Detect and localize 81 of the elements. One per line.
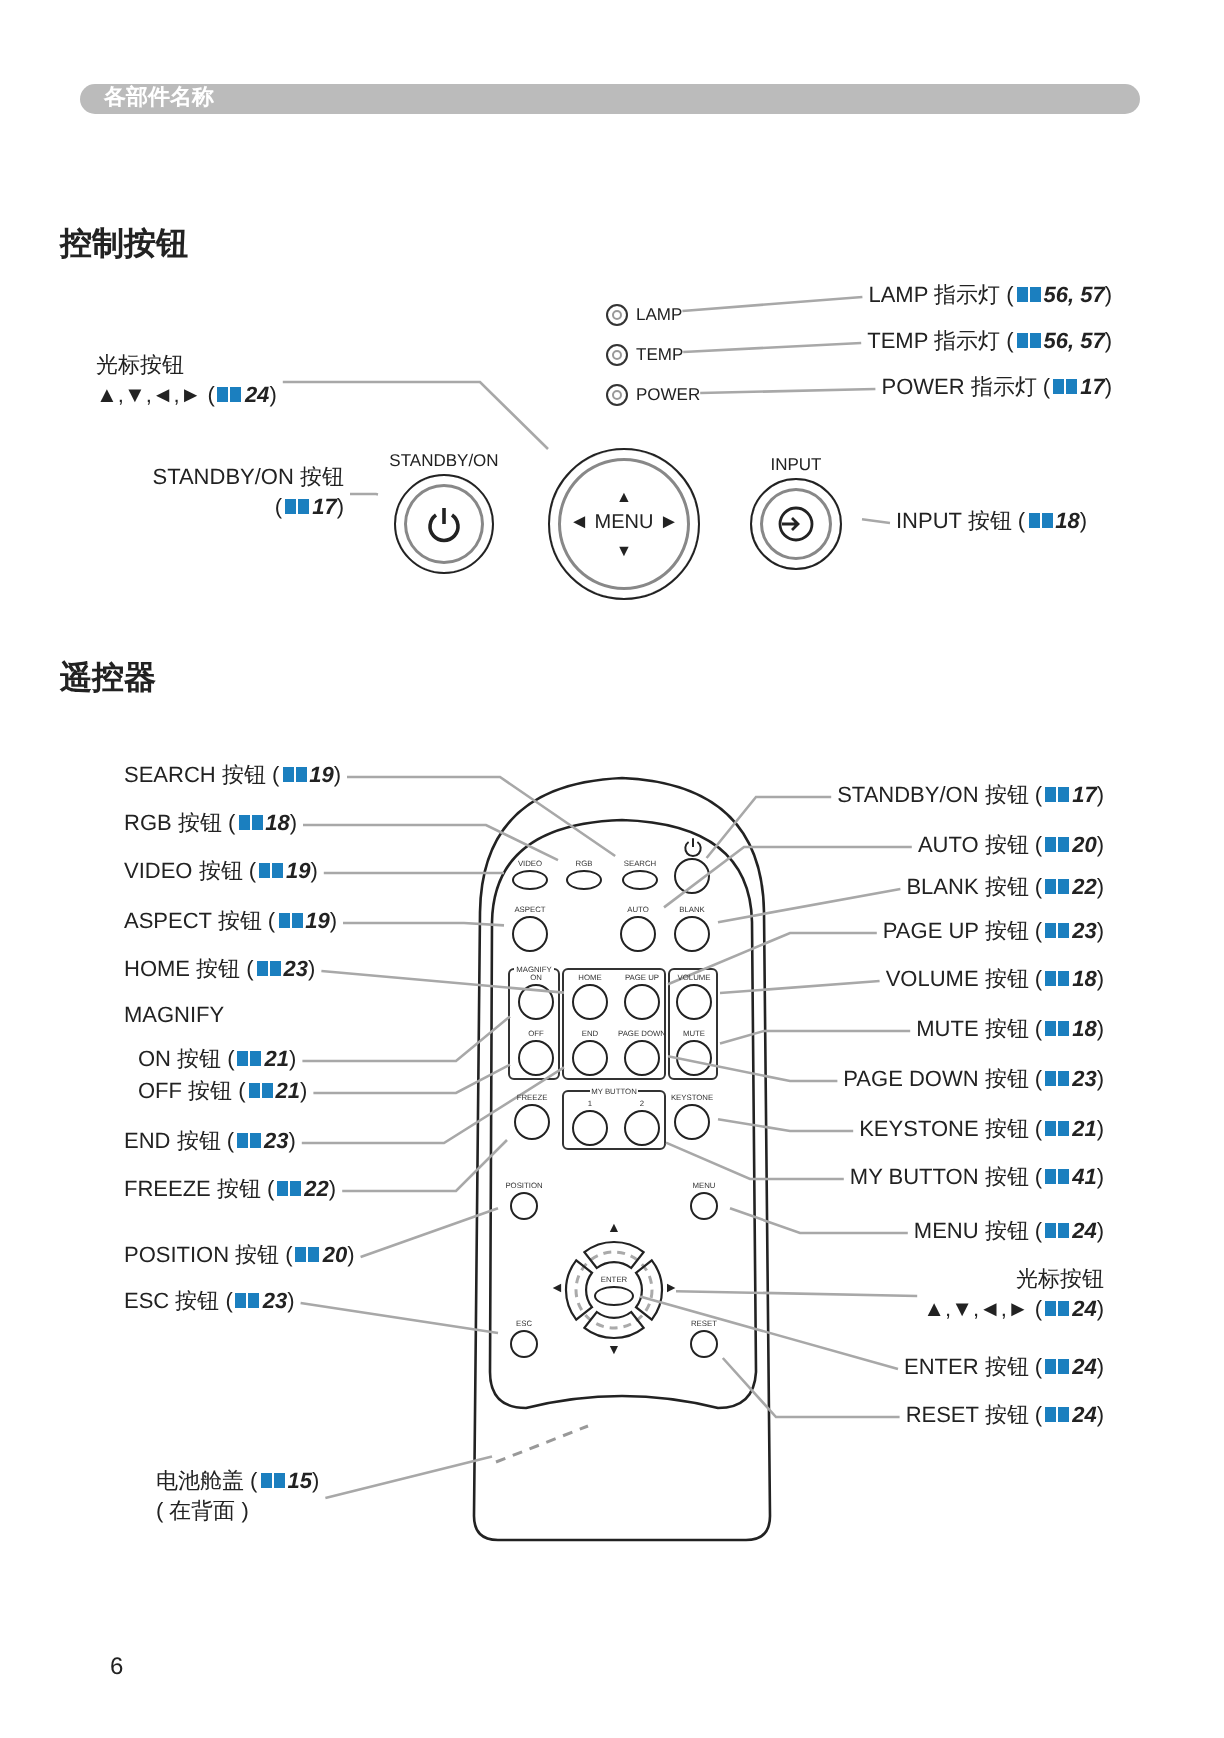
- callout-label: POSITION 按钮 (20): [124, 1242, 355, 1272]
- button-group-frame: [562, 968, 666, 1080]
- callout-label: MENU 按钮 (24): [913, 1218, 1104, 1248]
- callout-label: POWER 指示灯 (17): [881, 374, 1112, 404]
- button-group-frame: [562, 1090, 666, 1150]
- callout-label: STANDBY/ON 按钮 (17): [152, 464, 344, 524]
- callout-label: ON 按钮 (21): [138, 1046, 297, 1076]
- callout-label: PAGE DOWN 按钮 (23): [843, 1066, 1104, 1096]
- lamp-label: LAMP: [636, 304, 683, 324]
- callout-label: TEMP 指示灯 (56, 57): [867, 328, 1112, 358]
- callout-label: 光标按钮: [1014, 1266, 1104, 1296]
- lamp-label: TEMP: [636, 344, 684, 364]
- callout-label: HOME 按钮 (23): [124, 956, 316, 986]
- leader-line: [721, 1357, 900, 1419]
- leader-line: [717, 1117, 854, 1133]
- leader-line: [302, 1015, 511, 1063]
- leader-line: [350, 492, 379, 496]
- direction-label: ▼: [616, 540, 632, 562]
- button-group-frame: [508, 968, 560, 1080]
- callout-label: 电池舱盖 (15): [156, 1468, 320, 1498]
- callout-label: PAGE UP 按钮 (23): [882, 918, 1104, 948]
- callout-label: RGB 按钮 (18): [124, 810, 298, 840]
- menu-label: ◄ MENU ►: [569, 510, 679, 538]
- section-heading: 控制按钮: [60, 225, 188, 266]
- button-label: STANDBY/ON: [389, 448, 499, 474]
- callout-label: LAMP 指示灯 (56, 57): [868, 282, 1112, 312]
- callout-label: ENTER 按钮 (24): [904, 1354, 1104, 1384]
- leader-line: [360, 1206, 499, 1259]
- leader-line: [719, 979, 880, 995]
- leader-line: [682, 295, 863, 313]
- callout-label: MUTE 按钮 (18): [916, 1016, 1104, 1046]
- leader-line: [313, 1063, 511, 1095]
- callout-label: 光标按钮: [96, 352, 186, 382]
- leader-line: [321, 969, 565, 994]
- leader-line: [705, 795, 832, 859]
- leader-line: [729, 1206, 908, 1235]
- callout-label: VOLUME 按钮 (18): [885, 966, 1104, 996]
- leader-line: [861, 517, 891, 525]
- leader-line: [342, 1139, 508, 1193]
- callout-label: END 按钮 (23): [124, 1128, 296, 1158]
- leader-line: [719, 1029, 911, 1045]
- callout-label: MY BUTTON 按钮 (41): [849, 1164, 1104, 1194]
- leader-line: [667, 1054, 838, 1083]
- callout-label: ▲,▼,◄,► (24): [923, 1296, 1104, 1326]
- leader-line: [325, 1455, 493, 1500]
- leader-line: [717, 887, 901, 924]
- leader-line: [639, 1295, 899, 1371]
- leader-line: [301, 1066, 565, 1145]
- callout-label: ▲,▼,◄,► (24): [96, 382, 277, 412]
- leader-line: [663, 845, 912, 909]
- callout-label: AUTO 按钮 (20): [917, 832, 1104, 862]
- callout-label: FREEZE 按钮 (22): [124, 1176, 337, 1206]
- callout-label: BLANK 按钮 (22): [906, 874, 1104, 904]
- group-heading: MAGNIFY: [124, 1004, 225, 1028]
- callout-label: SEARCH 按钮 (19): [124, 762, 342, 792]
- direction-label: ▲: [616, 486, 632, 508]
- callout-label: ( 在背面 ): [156, 1498, 251, 1528]
- leader-line: [675, 1289, 918, 1298]
- callout-label: ASPECT 按钮 (19): [124, 908, 338, 938]
- leader-line: [343, 921, 505, 927]
- callout-label: RESET 按钮 (24): [905, 1402, 1104, 1432]
- leader-line: [683, 341, 862, 354]
- lamp-label: POWER: [636, 384, 701, 404]
- leader-line: [303, 823, 559, 862]
- leader-line: [347, 775, 616, 858]
- callout-label: OFF 按钮 (21): [138, 1078, 308, 1108]
- leader-line: [665, 1141, 844, 1181]
- callout-label: INPUT 按钮 (18): [896, 508, 1087, 538]
- page-number: 6: [110, 1652, 124, 1680]
- callout-label: ESC 按钮 (23): [124, 1288, 295, 1318]
- leader-line: [700, 387, 876, 395]
- callout-label: VIDEO 按钮 (19): [124, 858, 318, 888]
- leader-line: [300, 1301, 499, 1335]
- button-group-frame: [668, 968, 718, 1080]
- callout-label: STANDBY/ON 按钮 (17): [837, 782, 1104, 812]
- callout-label: KEYSTONE 按钮 (21): [859, 1116, 1104, 1146]
- button-label: INPUT: [770, 452, 822, 478]
- section-heading: 遥控器: [60, 658, 156, 700]
- section-header: 各部件名称: [80, 84, 1140, 114]
- leader-line: [282, 380, 549, 450]
- leader-line: [323, 871, 504, 875]
